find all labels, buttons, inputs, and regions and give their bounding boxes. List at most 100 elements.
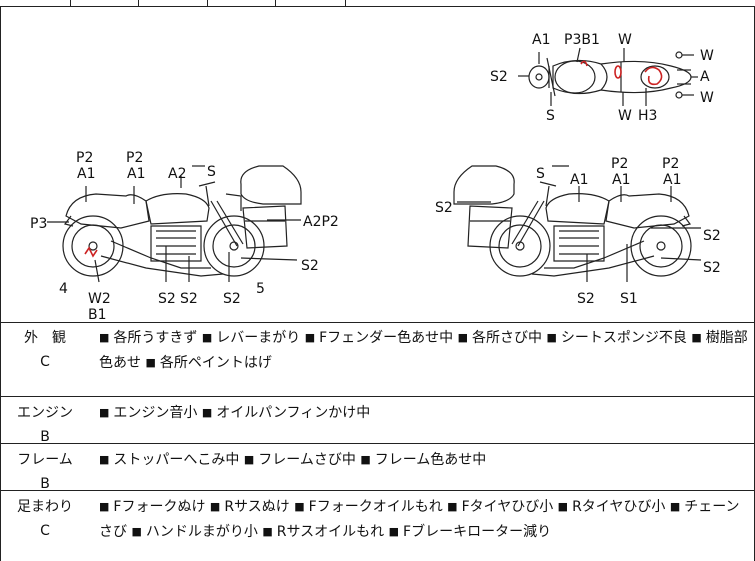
label-a2: A2: [168, 166, 186, 182]
label-a: A: [700, 69, 710, 85]
section-head: フレーム B: [1, 444, 89, 496]
condition-item: 各所うすきず: [113, 330, 198, 346]
bullet-square-icon: ■: [201, 406, 213, 419]
bullet-square-icon: ■: [447, 500, 458, 513]
label-h3: H3: [638, 108, 657, 124]
bullet-square-icon: ■: [243, 453, 255, 466]
section-grade: B: [40, 429, 50, 445]
motorcycle-diagrams: A1 P3B1 W S2 W A S W H3 W P2 A1 P2 A1 A2…: [30, 32, 721, 322]
condition-item: Rサスオイルもれ: [276, 524, 385, 540]
bullet-square-icon: ■: [360, 453, 371, 466]
condition-item: シートスポンジ不良: [560, 330, 687, 346]
condition-item: Fフェンダー色あせ中: [319, 330, 454, 346]
label-w: W: [618, 32, 632, 48]
bullet-square-icon: ■: [669, 500, 681, 513]
condition-item: Fフォークぬけ: [113, 499, 206, 515]
label-s2: S2: [435, 200, 453, 216]
section-name: 足まわり: [17, 499, 73, 515]
bullet-square-icon: ■: [99, 406, 110, 419]
label-a1: A1: [570, 172, 588, 188]
bullet-square-icon: ■: [201, 331, 213, 344]
label-p3: P3: [30, 216, 47, 232]
bullet-square-icon: ■: [388, 525, 400, 538]
label-a1: A1: [663, 172, 681, 188]
section-name: エンジン: [17, 405, 73, 421]
bullet-square-icon: ■: [294, 500, 305, 513]
bullet-square-icon: ■: [546, 331, 557, 344]
condition-item: エンジン音小: [113, 405, 198, 421]
condition-item: レバーまがり: [216, 330, 301, 346]
bullet-square-icon: ■: [457, 331, 469, 344]
section-grade: C: [40, 523, 50, 539]
label-s2: S2: [703, 228, 721, 244]
label-w: W: [618, 108, 632, 124]
top-table-row: [0, 0, 754, 7]
section-items: ■各所うすきず ■レバーまがり ■Fフェンダー色あせ中 ■各所さび中 ■シートス…: [99, 326, 750, 376]
condition-item: オイルパンフィンかけ中: [216, 405, 371, 421]
top-view-motorcycle: [518, 47, 698, 106]
label-s2: S2: [301, 258, 319, 274]
section-items: ■Fフォークぬけ ■Rサスぬけ ■Fフォークオイルもれ ■Fタイヤひび小 ■Rタ…: [99, 495, 750, 545]
label-s: S: [207, 164, 216, 180]
bullet-square-icon: ■: [262, 525, 273, 538]
section-head: 外 観 C: [1, 322, 89, 374]
label-s2: S2: [577, 291, 595, 307]
label-s2: S2: [158, 291, 176, 307]
bullet-square-icon: ■: [99, 453, 110, 466]
section-frame: フレーム B ■ストッパーへこみ中 ■フレームさび中 ■フレーム色あせ中: [0, 444, 755, 492]
section-engine: エンジン B ■エンジン音小 ■オイルパンフィンかけ中: [0, 397, 755, 445]
label-b1: B1: [88, 307, 107, 322]
bullet-square-icon: ■: [557, 500, 569, 513]
section-items: ■エンジン音小 ■オイルパンフィンかけ中: [99, 401, 750, 426]
damage-marks: [84, 60, 663, 258]
condition-item: Fブレーキローター減り: [403, 524, 552, 540]
bullet-square-icon: ■: [145, 356, 156, 369]
section-head: 足まわり C: [1, 491, 89, 543]
section-grade: B: [40, 476, 50, 492]
label-p3b1: P3B1: [564, 32, 600, 48]
label-5: 5: [256, 281, 265, 297]
label-p2: P2: [126, 150, 143, 166]
condition-item: フレームさび中: [258, 452, 356, 468]
label-s2: S2: [223, 291, 241, 307]
condition-item: Rサスぬけ: [224, 499, 290, 515]
condition-item: 各所ペイントはげ: [159, 355, 272, 371]
bullet-square-icon: ■: [99, 331, 110, 344]
label-w2: W2: [88, 291, 111, 307]
section-suspension: 足まわり C ■Fフォークぬけ ■Rサスぬけ ■Fフォークオイルもれ ■Fタイヤ…: [0, 491, 755, 561]
condition-item: ハンドルまがり小: [145, 524, 258, 540]
label-a1: A1: [127, 166, 145, 182]
label-s2: S2: [490, 69, 508, 85]
condition-item: Fタイヤひび小: [461, 499, 554, 515]
label-a2p2: A2P2: [303, 214, 339, 230]
label-s: S: [536, 166, 545, 182]
section-items: ■ストッパーへこみ中 ■フレームさび中 ■フレーム色あせ中: [99, 448, 750, 473]
label-a1: A1: [532, 32, 550, 48]
label-p2: P2: [611, 156, 628, 172]
damage-diagram: A1 P3B1 W S2 W A S W H3 W P2 A1 P2 A1 A2…: [0, 6, 755, 323]
label-a1: A1: [612, 172, 630, 188]
section-exterior: 外 観 C ■各所うすきず ■レバーまがり ■Fフェンダー色あせ中 ■各所さび中…: [0, 322, 755, 397]
condition-item: Rタイヤひび小: [572, 499, 666, 515]
bullet-square-icon: ■: [209, 500, 221, 513]
label-s2: S2: [180, 291, 198, 307]
right-side-labels: S A1 P2 A1 P2 A1 S2 S2 S2 S2 S1: [435, 156, 721, 307]
label-w: W: [700, 90, 714, 106]
bullet-square-icon: ■: [99, 500, 110, 513]
label-p2: P2: [76, 150, 93, 166]
condition-item: Fフォークオイルもれ: [308, 499, 443, 515]
condition-item: フレーム色あせ中: [374, 452, 487, 468]
bullet-square-icon: ■: [131, 525, 142, 538]
condition-item: チェーンさび: [99, 499, 740, 540]
condition-item: 各所さび中: [472, 330, 543, 346]
label-a1: A1: [77, 166, 95, 182]
top-view-labels: A1 P3B1 W S2 W A S W H3 W: [490, 32, 714, 124]
label-s: S: [546, 108, 555, 124]
section-head: エンジン B: [1, 397, 89, 449]
bullet-square-icon: ■: [691, 331, 702, 344]
condition-item: ストッパーへこみ中: [113, 452, 240, 468]
section-name: 外 観: [24, 330, 66, 346]
label-4: 4: [59, 281, 68, 297]
section-name: フレーム: [17, 452, 73, 468]
